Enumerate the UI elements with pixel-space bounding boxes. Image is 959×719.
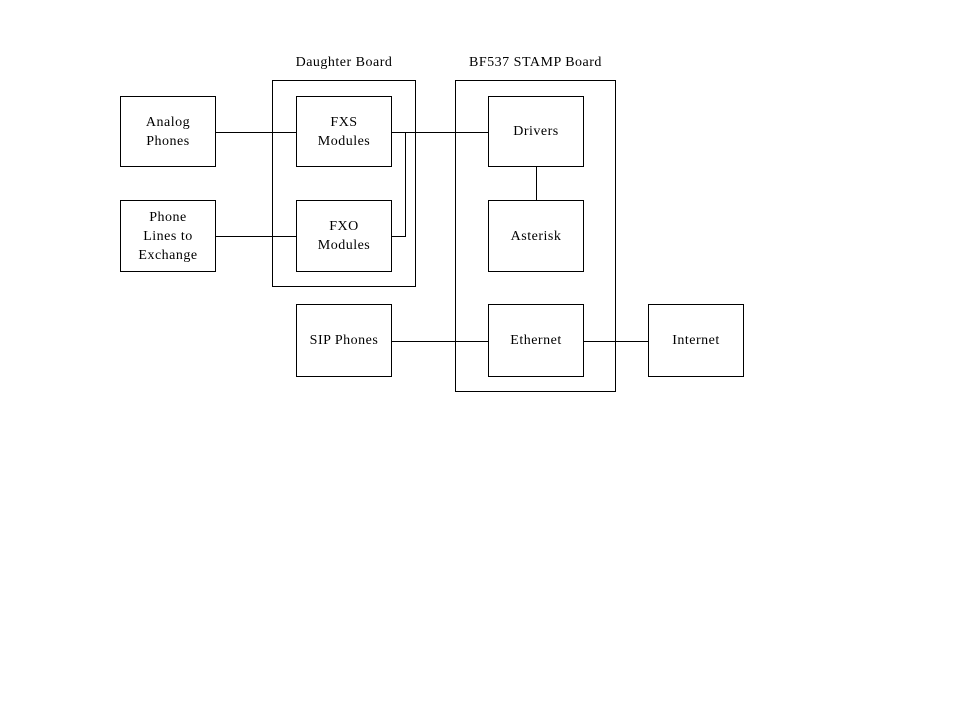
edge-fxs-to-drivers <box>392 132 488 133</box>
daughter-board-container <box>272 80 416 287</box>
edge-analog-phones-to-fxs <box>216 132 296 133</box>
node-analog-phones: Analog Phones <box>120 96 216 167</box>
edge-fxo-junction-vertical <box>405 132 406 237</box>
edge-phone-lines-to-fxo <box>216 236 296 237</box>
node-phone-lines-to-exchange: Phone Lines to Exchange <box>120 200 216 272</box>
node-sip-phones: SIP Phones <box>296 304 392 377</box>
node-fxs-modules: FXS Modules <box>296 96 392 167</box>
node-fxo-modules: FXO Modules <box>296 200 392 272</box>
edge-fxo-stub <box>392 236 405 237</box>
node-ethernet: Ethernet <box>488 304 584 377</box>
stamp-board-container <box>455 80 616 392</box>
edge-ethernet-to-internet <box>584 341 648 342</box>
edge-sip-phones-to-ethernet <box>392 341 488 342</box>
node-internet: Internet <box>648 304 744 377</box>
daughter-board-title: Daughter Board <box>295 55 393 70</box>
stamp-board-title: BF537 STAMP Board <box>469 55 602 70</box>
edge-drivers-to-asterisk <box>536 167 537 200</box>
node-drivers: Drivers <box>488 96 584 167</box>
node-asterisk: Asterisk <box>488 200 584 272</box>
